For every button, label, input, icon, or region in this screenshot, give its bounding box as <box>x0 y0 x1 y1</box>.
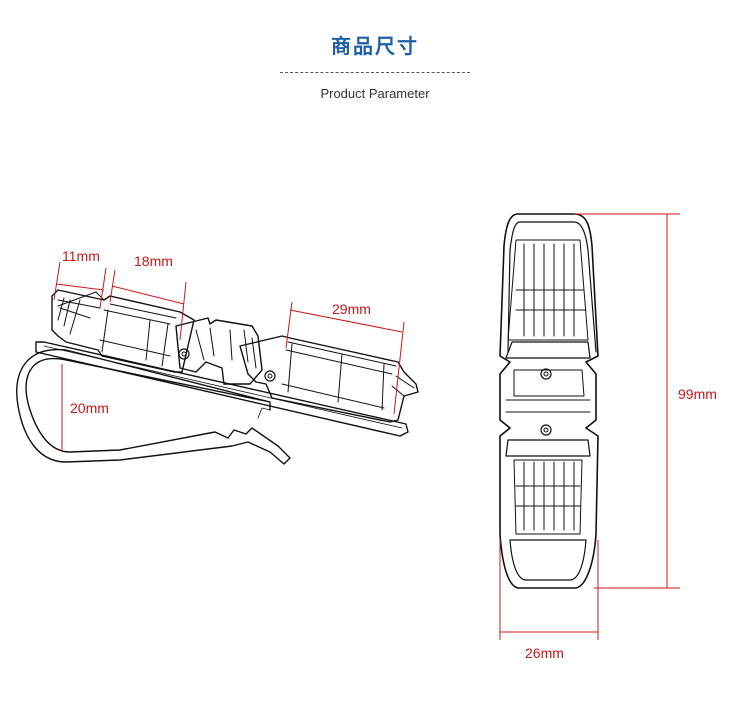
front-lower-ribs <box>513 459 583 535</box>
dim-label-26mm: 26mm <box>525 645 564 661</box>
side-hinge <box>175 317 263 385</box>
dim-label-99mm: 99mm <box>678 386 717 402</box>
dim-label-20mm: 20mm <box>70 400 109 416</box>
side-base-plate <box>35 341 409 437</box>
front-upper-ribs <box>507 239 589 341</box>
front-upper-screw <box>540 368 552 380</box>
side-dimensions <box>53 261 405 452</box>
section-subtitle: Product Parameter <box>320 86 430 101</box>
front-dimensions <box>499 213 680 640</box>
side-hinge-screw-left <box>178 348 190 360</box>
front-lower-screw <box>540 424 552 436</box>
dim-label-29mm: 29mm <box>332 301 371 317</box>
side-left-holder <box>51 289 195 373</box>
section-title: 商品尺寸 <box>331 34 419 58</box>
title-divider <box>280 72 470 73</box>
side-hinge-screw-right <box>264 370 276 382</box>
dim-label-18mm: 18mm <box>134 253 173 269</box>
dim-label-11mm: 11mm <box>62 248 100 264</box>
side-spring-clip <box>16 348 291 465</box>
front-view <box>499 213 599 589</box>
front-outer-outline <box>499 213 599 589</box>
